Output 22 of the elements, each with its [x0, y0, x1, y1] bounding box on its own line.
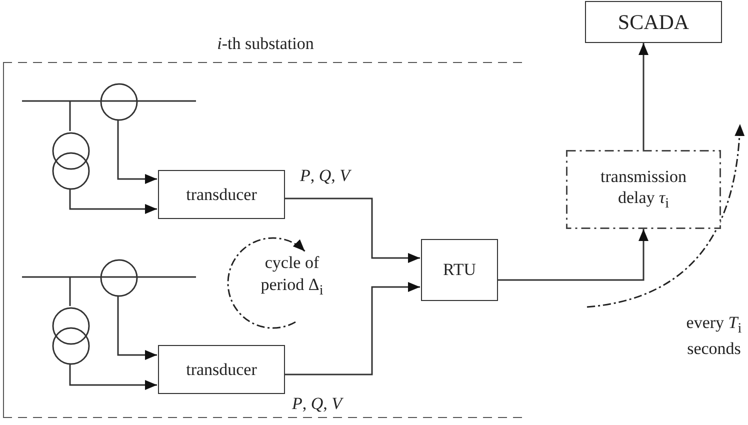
group-title: i-th substation: [216, 33, 315, 54]
process-box: [421, 239, 498, 301]
node-label: transducer: [186, 358, 257, 380]
annotation-text: cycle of period Δ$_{i}$: [260, 252, 324, 300]
signal-arrow: [497, 229, 648, 281]
node-label: RTU: [443, 259, 476, 281]
node-label: transmission delay τ$_{i}$: [600, 166, 688, 214]
edge-label: P, Q, V: [300, 165, 350, 187]
node-label: SCADA: [618, 8, 690, 36]
process-box: [585, 1, 722, 43]
process-box: [158, 170, 285, 219]
annotation-text: every T$_{i}$ seconds: [685, 312, 743, 360]
signal-arrow: [69, 364, 157, 390]
process-box: [158, 345, 285, 394]
signal-arrow: [117, 120, 157, 184]
signal-arrow: [117, 296, 157, 360]
node-label: transducer: [186, 184, 257, 206]
signal-arrow: [284, 282, 420, 376]
signal-arrow: [638, 43, 648, 150]
signal-arrow: [284, 198, 420, 263]
signal-arrow: [69, 189, 157, 214]
edge-label: P, Q, V: [292, 393, 342, 415]
